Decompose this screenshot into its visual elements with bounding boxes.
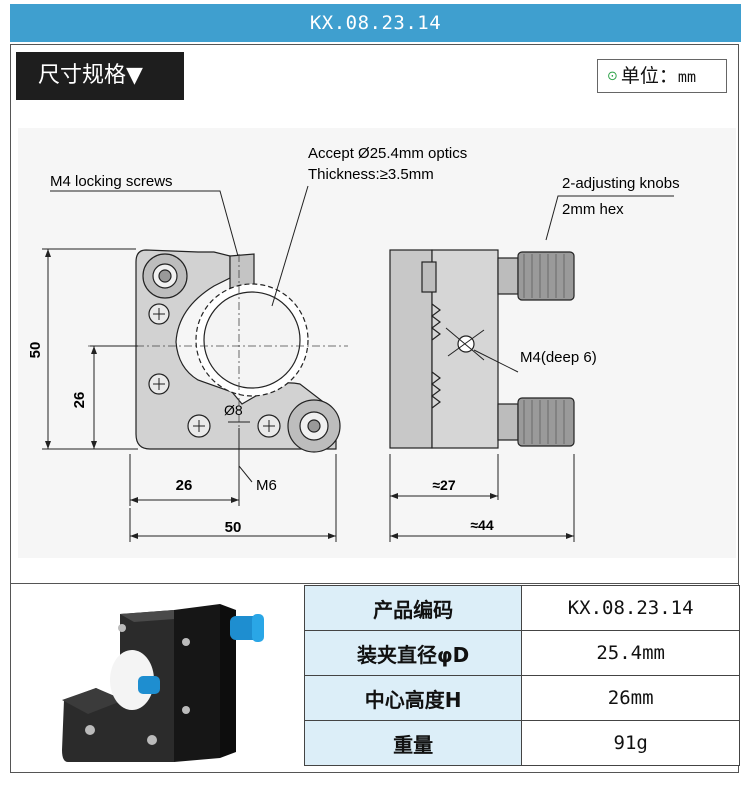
spec-key: 产品编码 (303, 585, 523, 631)
spec-value: KX.08.23.14 (521, 585, 740, 631)
dim-height-total: 50 (27, 342, 44, 359)
unit-value: mm (677, 68, 696, 86)
spec-frame (10, 44, 739, 773)
callout-m6: M6 (256, 477, 277, 494)
callout-locking-screws: M4 locking screws (50, 173, 173, 190)
unit-box: ⊙单位：mm (597, 59, 727, 93)
front-view (135, 249, 337, 450)
dim-center-height: 26 (71, 392, 88, 409)
target-icon: ⊙ (607, 69, 618, 84)
product-code-header: KX.08.23.14 (10, 4, 741, 42)
callout-hex: 2mm hex (562, 201, 624, 218)
technical-drawing: Accept Ø25.4mm optics Thickness:≥3.5mm M… (18, 128, 736, 558)
callout-hole-dia: Ø8 (224, 402, 243, 418)
product-photo (24, 590, 300, 770)
dim-depth-44: ≈44 (470, 517, 493, 533)
dim-depth-27: ≈27 (432, 477, 455, 493)
spec-key: 重量 (303, 720, 523, 766)
frame-divider (10, 583, 739, 584)
spec-value: 25.4mm (521, 630, 740, 676)
spec-key: 装夹直径φD (303, 630, 523, 676)
callout-m4-deep: M4(deep 6) (520, 349, 597, 366)
table-row: 装夹直径φD 25.4mm (303, 630, 740, 676)
spec-table: 产品编码 KX.08.23.14 装夹直径φD 25.4mm 中心高度H 26m… (303, 585, 740, 766)
spec-value: 26mm (521, 675, 740, 721)
spec-value: 91g (521, 720, 740, 766)
unit-label: 单位： (620, 65, 678, 87)
callout-accept-optics: Accept Ø25.4mm optics (308, 145, 467, 162)
spec-key: 中心高度H (303, 675, 523, 721)
dim-center-x: 26 (176, 477, 193, 494)
table-row: 产品编码 KX.08.23.14 (303, 585, 740, 631)
section-title-badge: 尺寸规格▼ (16, 52, 184, 100)
table-row: 重量 91g (303, 720, 740, 766)
table-row: 中心高度H 26mm (303, 675, 740, 721)
callout-thickness: Thickness:≥3.5mm (308, 166, 434, 183)
front-view-screws (142, 253, 341, 453)
callout-adjusting-knobs: 2-adjusting knobs (562, 175, 680, 192)
dim-width-total: 50 (225, 519, 242, 536)
